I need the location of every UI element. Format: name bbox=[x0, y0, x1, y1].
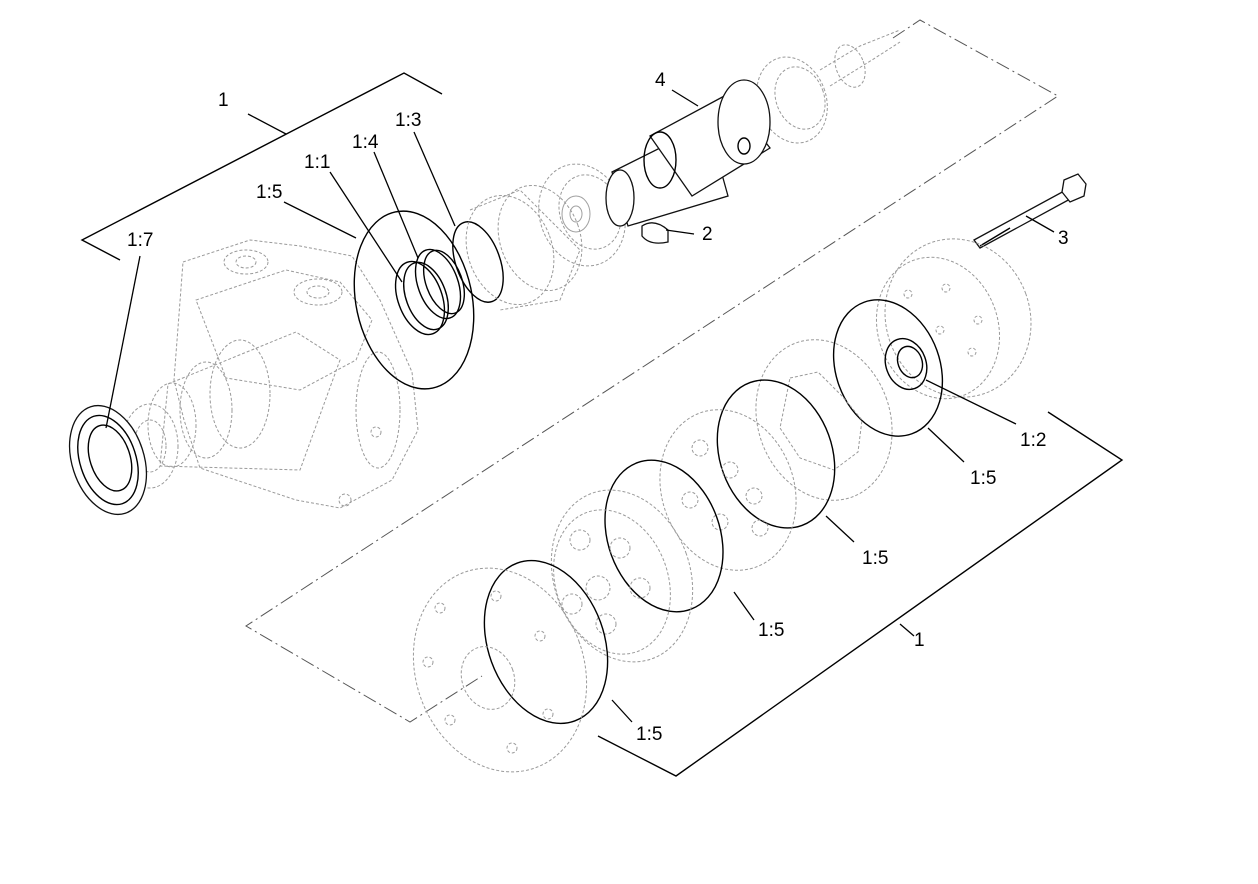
callout-o-ring-1-5-d: 1:5 bbox=[636, 724, 662, 745]
o-ring-1-5-top[interactable] bbox=[339, 200, 490, 400]
callout-assembly-bottom: 1 bbox=[914, 630, 925, 651]
bolt-3[interactable] bbox=[973, 173, 1087, 249]
callout-seal-1-3: 1:3 bbox=[395, 110, 421, 131]
shaft-seal-1-7[interactable] bbox=[56, 396, 159, 525]
callout-o-ring-1-5-top: 1:5 bbox=[256, 182, 282, 203]
callout-ring-1-4: 1:4 bbox=[352, 132, 379, 153]
backup-rings-1-1-1-4[interactable] bbox=[386, 243, 472, 341]
assembly-centerline bbox=[245, 19, 1059, 723]
assembly-bracket-top bbox=[80, 72, 443, 261]
drive-shaft-4[interactable] bbox=[605, 79, 771, 227]
callout-assembly-top: 1 bbox=[218, 90, 229, 111]
callout-seal-1-2: 1:2 bbox=[1020, 430, 1046, 451]
callout-seal-1-7: 1:7 bbox=[127, 230, 153, 251]
callout-drive-shaft-4: 4 bbox=[655, 70, 666, 91]
woodruff-key-2[interactable] bbox=[641, 222, 669, 244]
callout-bolt-3: 3 bbox=[1058, 228, 1069, 249]
callout-o-ring-1-5-b: 1:5 bbox=[862, 548, 888, 569]
leader-lines bbox=[105, 89, 1055, 723]
callout-o-ring-1-5-a: 1:5 bbox=[970, 468, 996, 489]
lower-stack bbox=[412, 238, 1032, 773]
seal-1-3[interactable] bbox=[443, 215, 513, 309]
callout-o-ring-1-5-c: 1:5 bbox=[758, 620, 784, 641]
motor-housing bbox=[121, 239, 419, 509]
assembly-bracket-bottom bbox=[597, 411, 1124, 777]
callout-ring-1-1: 1:1 bbox=[304, 152, 330, 173]
callout-key-2: 2 bbox=[702, 224, 713, 245]
